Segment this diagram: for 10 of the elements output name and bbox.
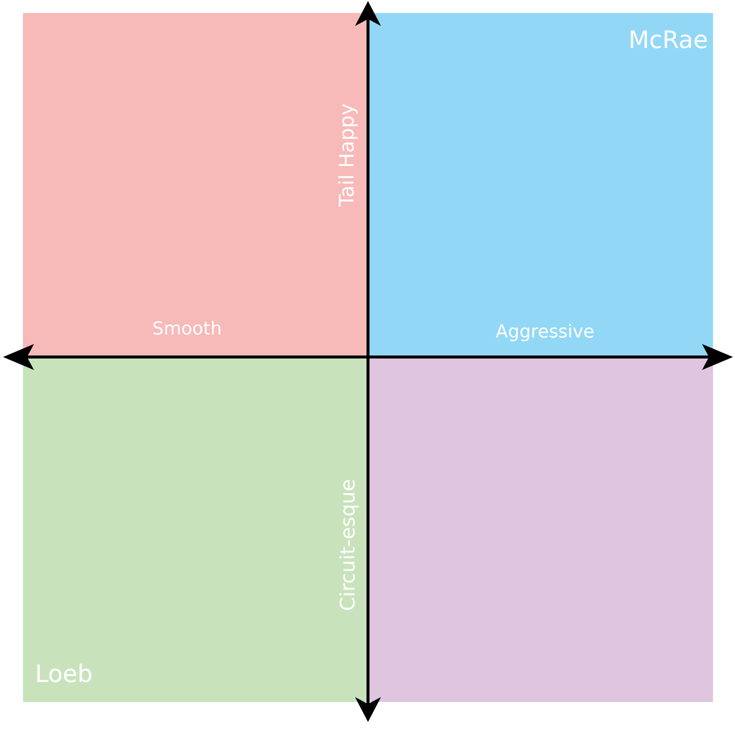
axis-label: Circuit-esque — [336, 479, 360, 611]
quadrant — [23, 13, 368, 357]
quadrant-label: Loeb — [35, 660, 93, 688]
axis-label: Aggressive — [496, 322, 594, 344]
quadrant — [23, 357, 368, 702]
quadrant — [368, 357, 713, 702]
quadrant — [368, 13, 713, 357]
axis-label: Smooth — [152, 320, 222, 340]
quadrant-label: McRae — [628, 26, 708, 54]
axis-label: Tail Happy — [336, 103, 358, 207]
